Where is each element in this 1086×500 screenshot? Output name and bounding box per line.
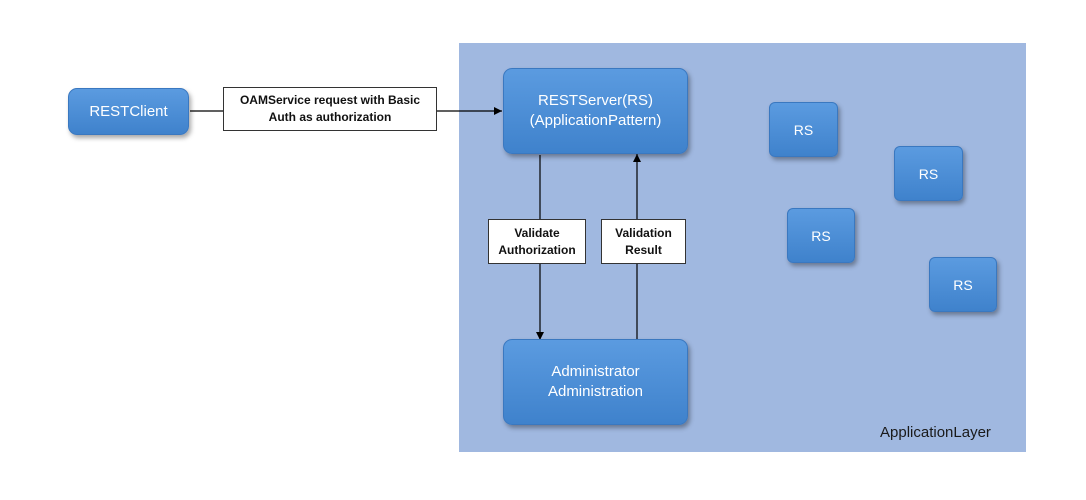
rs-label: RS bbox=[811, 227, 831, 244]
rs-node: RS bbox=[929, 257, 997, 312]
request-label-line2: Auth as authorization bbox=[268, 110, 392, 124]
rest-server-line2: (ApplicationPattern) bbox=[529, 112, 662, 129]
rs-node: RS bbox=[769, 102, 838, 157]
administrator-line1: Administrator bbox=[551, 363, 640, 380]
rs-label: RS bbox=[953, 276, 973, 293]
validation-result-label: Validation Result bbox=[601, 219, 686, 264]
validate-label-line2: Authorization bbox=[498, 242, 576, 257]
rs-label: RS bbox=[918, 165, 939, 182]
validate-label-line1: Validate bbox=[514, 225, 560, 240]
rs-node: RS bbox=[894, 146, 963, 201]
rest-client-node: RESTClient bbox=[68, 88, 189, 135]
request-label-line1: OAMService request with Basic bbox=[239, 93, 421, 107]
rest-server-line1: RESTServer(RS) bbox=[537, 92, 653, 109]
application-layer-label: ApplicationLayer bbox=[880, 424, 991, 441]
request-label-box: OAMService request with Basic Auth as au… bbox=[223, 87, 437, 131]
rs-node: RS bbox=[787, 208, 855, 263]
administrator-line2: Administration bbox=[547, 383, 644, 400]
result-label-line2: Result bbox=[625, 242, 662, 257]
rest-client-label: RESTClient bbox=[89, 102, 168, 120]
validate-authorization-label: Validate Authorization bbox=[488, 219, 586, 264]
administrator-node: Administrator Administration bbox=[503, 339, 688, 425]
rs-label: RS bbox=[793, 121, 814, 138]
rest-server-node: RESTServer(RS) (ApplicationPattern) bbox=[503, 68, 688, 154]
result-label-line1: Validation bbox=[615, 225, 672, 240]
